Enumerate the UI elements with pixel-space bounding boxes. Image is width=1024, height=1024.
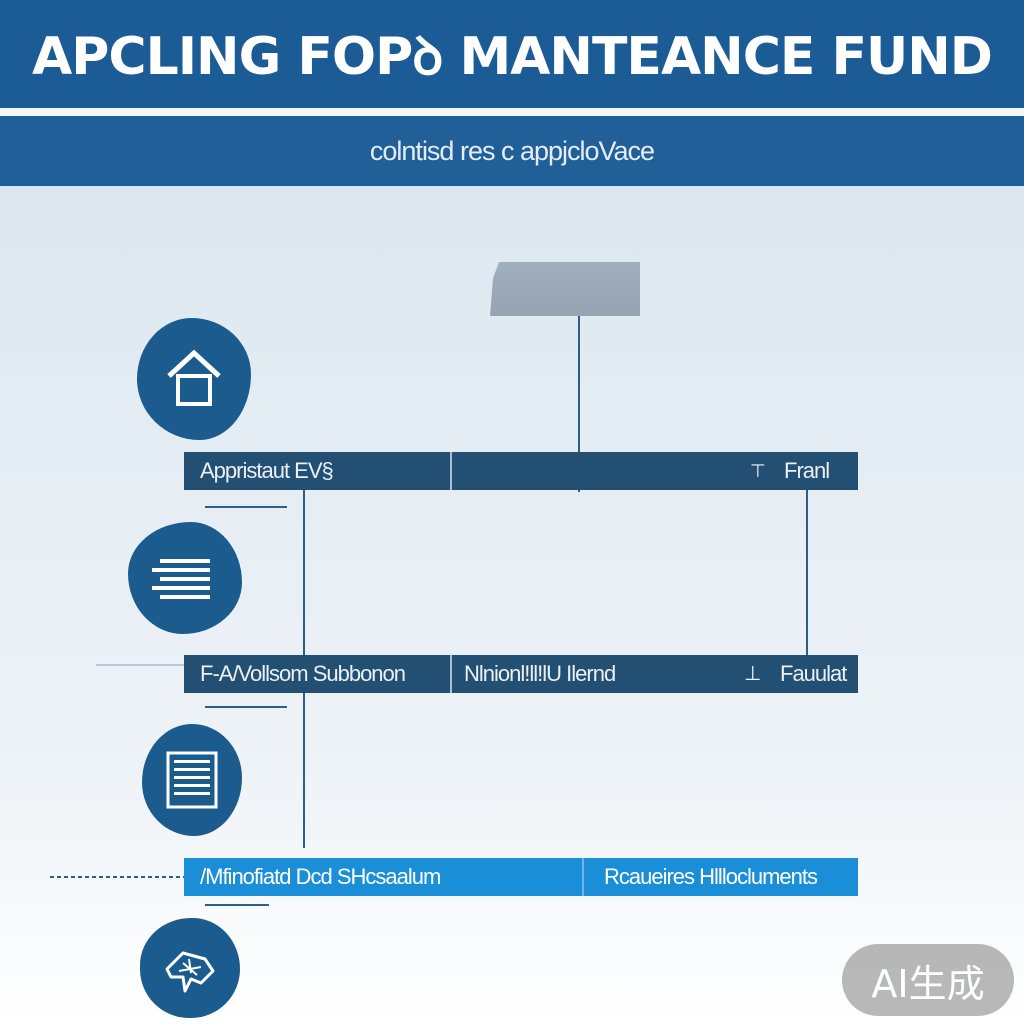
header-divider (0, 108, 1024, 116)
connector-dotted (50, 876, 184, 878)
process-row-3: /Mfinofiatd Dcd SHcsaalum Rcaueires Hlll… (184, 858, 858, 896)
row-2-middle-label: Nlnionl!ll!lU Ilernd (464, 661, 616, 686)
fish-icon-glyph (165, 951, 215, 993)
document-icon-glyph (166, 751, 218, 809)
connector-top (578, 316, 580, 492)
connector-h-1 (205, 506, 287, 508)
page-subtitle: colntisd res c appjcloVace (369, 135, 655, 166)
lines-icon-glyph (152, 559, 210, 599)
connector-h-faint (96, 664, 184, 666)
top-node-box (490, 262, 640, 316)
row-1-left-label: Appristaut EV§ (200, 458, 334, 483)
row-2-left-label: F-A/Vollsom Subbonon (200, 661, 406, 686)
row-1-separator (450, 452, 452, 490)
row-3-left-label: /Mfinofiatd Dcd SHcsaalum (200, 864, 441, 889)
connector-left-2 (303, 692, 305, 848)
row-1-marker-icon: ⊤ (750, 461, 766, 481)
subheader-banner: colntisd res c appjcloVace (0, 116, 1024, 186)
header-banner: APCLING FOPꝺ MANTEANCE FUND (0, 0, 1024, 108)
connector-h-3 (205, 904, 269, 906)
row-2-marker-icon: ⊥ (744, 663, 761, 685)
fish-icon (140, 918, 240, 1018)
row-2-separator (450, 655, 452, 693)
lines-icon (128, 522, 242, 634)
connector-right (806, 490, 808, 692)
house-icon-glyph (167, 349, 221, 406)
page-title: APCLING FOPꝺ MANTEANCE FUND (32, 26, 993, 87)
house-icon (137, 318, 251, 440)
process-row-2: F-A/Vollsom Subbonon Nlnionl!ll!lU Ilern… (184, 655, 858, 693)
row-3-separator (582, 858, 584, 896)
ai-generated-badge: AI生成 (842, 944, 1014, 1016)
row-1-right-label: Franl (784, 458, 830, 483)
connector-h-2 (205, 706, 287, 708)
row-2-right-label: Fauulat (780, 661, 847, 686)
row-3-right-label: Rcaueires Hlllocluments (604, 864, 818, 889)
document-icon (142, 724, 242, 836)
process-row-1: Appristaut EV§ ⊤ Franl (184, 452, 858, 490)
connector-left-1 (303, 490, 305, 660)
